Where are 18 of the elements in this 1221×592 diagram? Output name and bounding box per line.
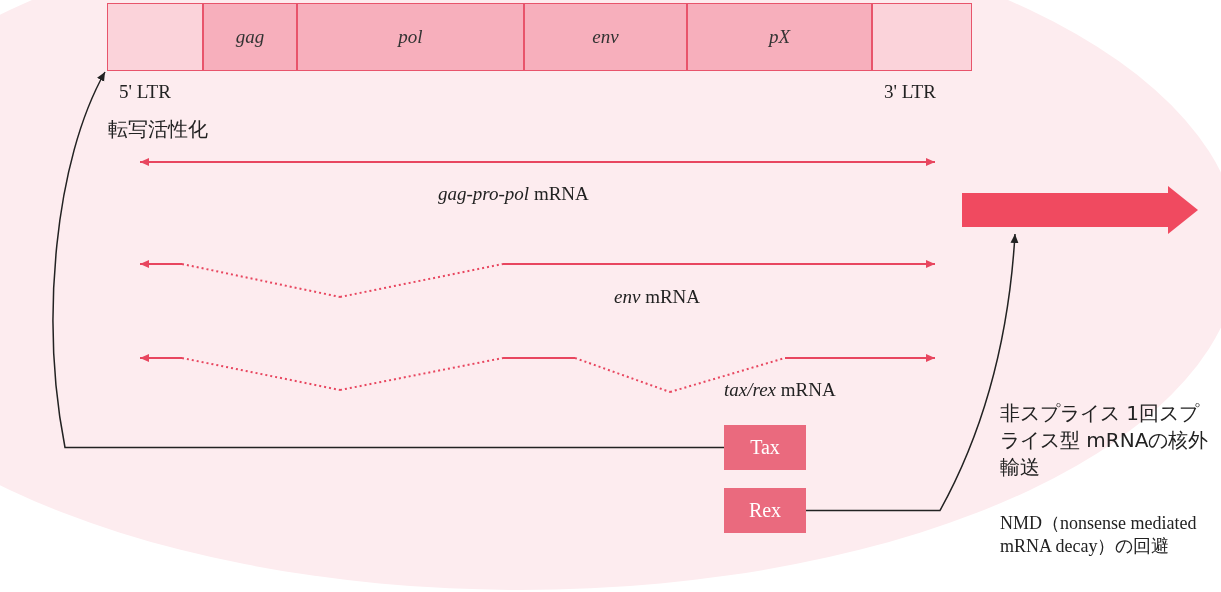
- protein-box: Tax: [724, 425, 806, 470]
- gene-box: pol: [297, 3, 524, 71]
- mrna-label: tax/rex mRNA: [724, 379, 836, 401]
- protein-box: Rex: [724, 488, 806, 533]
- gene-box: env: [524, 3, 687, 71]
- arrow: [805, 233, 1019, 512]
- arrow: [52, 71, 725, 449]
- gene-box: gag: [203, 3, 297, 71]
- ltr-label: 5' LTR: [119, 81, 171, 103]
- mrna-label: env mRNA: [614, 286, 701, 308]
- ltr-box: [872, 3, 972, 71]
- mrna-label: gag-pro-pol mRNA: [438, 183, 589, 205]
- ltr-label: 3' LTR: [884, 81, 936, 103]
- gene-box: pX: [687, 3, 872, 71]
- edge-label: 転写活性化: [108, 116, 209, 143]
- note-text: NMD（nonsense mediated mRNA decay）の回避: [1000, 512, 1198, 558]
- edge-label: 非スプライス 1回スプライス型 mRNAの核外輸送: [1000, 400, 1210, 481]
- ltr-box: [107, 3, 203, 71]
